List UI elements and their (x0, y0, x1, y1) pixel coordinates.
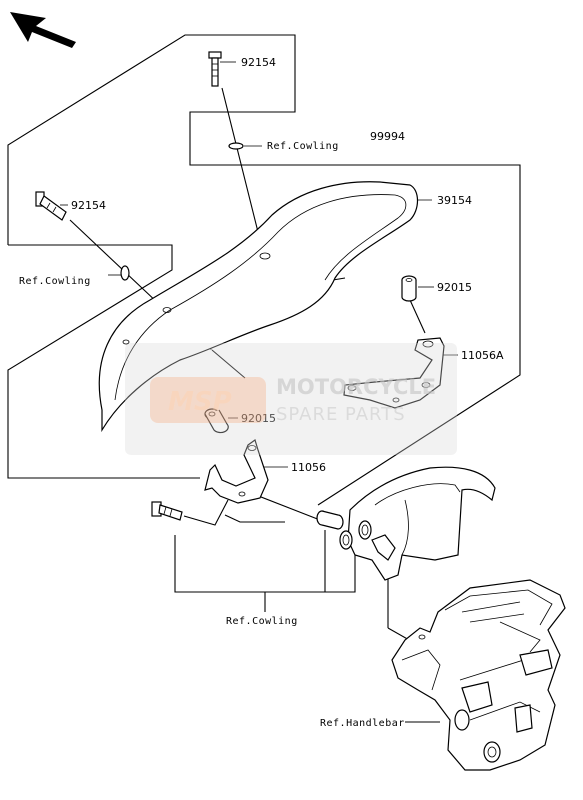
watermark-logo-badge (150, 377, 266, 423)
watermark: MSP MOTORCYCLE SPARE PARTS (125, 343, 457, 455)
bracket-left-part (204, 439, 269, 504)
bolt-bottom-part (151, 501, 183, 521)
label-windshield: 39154 (437, 194, 472, 207)
watermark-brand: MOTORCYCLE (276, 375, 436, 399)
label-ref-cowling-top: Ref.Cowling (267, 141, 339, 152)
bracket-right-part (343, 337, 445, 409)
handlebar-assembly-part (391, 579, 566, 771)
label-bolt-left: 92154 (71, 199, 106, 212)
label-spacer-left: 92015 (241, 412, 276, 425)
label-bracket-right: 11056A (461, 349, 504, 362)
label-ref-handlebar: Ref.Handlebar (320, 718, 405, 729)
cowling-part (339, 466, 496, 581)
spacer-left-part (204, 408, 229, 434)
spacer-right-part (401, 275, 417, 302)
label-ref-cowling-bottom: Ref.Cowling (226, 616, 298, 627)
washer-left-part (120, 265, 130, 281)
label-bolt-top: 92154 (241, 56, 276, 69)
front-direction-arrow-icon (10, 12, 76, 48)
bolt-left-part (35, 191, 67, 221)
windshield-part (98, 181, 419, 433)
label-spacer-right: 92015 (437, 281, 472, 294)
watermark-logo: MSP (168, 387, 232, 417)
label-bracket-left: 11056 (291, 461, 326, 474)
kit-boundary-lines (7, 34, 521, 506)
washer-top-part (228, 142, 244, 150)
label-ref-cowling-left: Ref.Cowling (19, 276, 91, 287)
label-kit: 99994 (370, 130, 405, 143)
watermark-sub: SPARE PARTS (276, 404, 406, 425)
watermark-band (125, 343, 457, 455)
spacer-bottom-part (316, 510, 344, 530)
bolt-top-part (208, 51, 222, 87)
